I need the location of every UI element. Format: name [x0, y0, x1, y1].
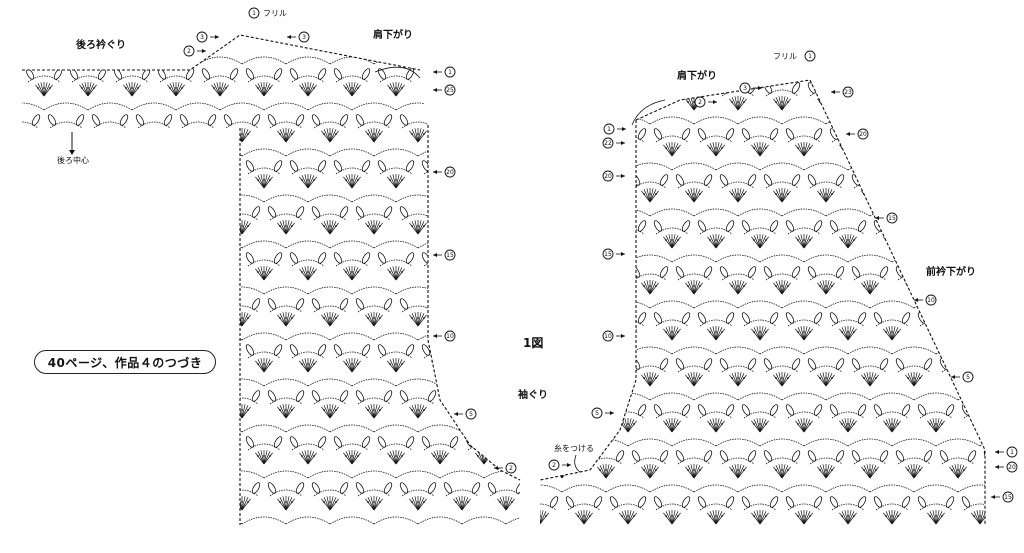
row-marker-front-10r: 10	[914, 294, 937, 306]
row-marker-back-5: 5	[454, 408, 477, 420]
svg-text:1: 1	[1010, 449, 1014, 456]
back-neck-label: 後ろ衿ぐり	[76, 38, 126, 51]
row-marker-front-22l: 22	[602, 137, 625, 149]
row-marker-back-25: 25	[433, 84, 456, 96]
figure-label: 1図	[523, 336, 543, 350]
svg-text:23: 23	[844, 89, 852, 96]
row-marker-back-20: 20	[433, 166, 456, 178]
join-yarn-label: 糸をつける	[554, 443, 594, 453]
svg-text:1: 1	[808, 53, 812, 60]
svg-text:3: 3	[200, 34, 204, 41]
row-marker-front-20r: 20	[846, 128, 869, 140]
svg-text:2: 2	[509, 465, 513, 472]
svg-text:15: 15	[604, 251, 612, 258]
row-marker-front-20l: 20	[602, 170, 625, 182]
svg-text:3: 3	[743, 85, 747, 92]
row-marker-back-2: 2	[494, 462, 517, 474]
svg-text:5: 5	[595, 410, 599, 417]
svg-text:25: 25	[446, 87, 454, 94]
front-panel-stitches	[540, 82, 985, 525]
svg-text:22: 22	[604, 140, 612, 147]
svg-text:20: 20	[604, 173, 612, 180]
svg-text:1: 1	[448, 69, 452, 76]
back-panel-stitches	[22, 56, 520, 525]
row-marker-front-23: 23	[831, 86, 854, 98]
panel-outlines	[22, 34, 986, 525]
svg-text:20: 20	[859, 131, 867, 138]
row-marker-back-1: 1	[433, 66, 456, 78]
row-marker-front-3: 3	[739, 82, 762, 94]
svg-text:5: 5	[966, 374, 970, 381]
svg-text:15: 15	[888, 215, 896, 222]
armhole-label: 袖ぐり	[517, 388, 548, 401]
row-marker-front-2l: 2	[548, 459, 571, 471]
svg-text:20: 20	[446, 169, 454, 176]
row-marker-front-15br: 15	[991, 491, 1014, 503]
svg-text:10: 10	[446, 333, 454, 340]
frill-label-left: フリル	[263, 9, 287, 18]
svg-text:1: 1	[252, 10, 256, 17]
svg-text:3: 3	[302, 34, 306, 41]
svg-text:15: 15	[446, 252, 454, 259]
svg-text:20: 20	[1008, 464, 1016, 471]
row-marker-front-20br: 20	[995, 461, 1018, 473]
svg-text:2: 2	[698, 99, 702, 106]
shoulder-slope-right	[631, 99, 666, 126]
shoulder-slope-left	[374, 66, 421, 79]
frill-label-right: フリル	[773, 52, 797, 61]
row-marker-frill-1-left: 1	[248, 7, 260, 19]
row-marker-front-1r: 1	[995, 446, 1018, 458]
continuation-note: 40ページ、作品４のつづき	[34, 350, 216, 374]
front-neck-label: 前衿下がり	[926, 265, 976, 278]
svg-text:1: 1	[607, 126, 611, 133]
row-marker-front-5l: 5	[591, 407, 614, 419]
svg-text:2: 2	[187, 48, 191, 55]
row-marker-front-15r: 15	[875, 212, 898, 224]
svg-text:15: 15	[1004, 494, 1012, 501]
shoulder-label-right: 肩下がり	[677, 69, 717, 82]
join-yarn-pointer	[574, 454, 581, 473]
row-marker-front-2: 2	[694, 96, 717, 108]
svg-text:5: 5	[469, 411, 473, 418]
row-marker-front-1l: 1	[603, 123, 626, 135]
row-marker-frill-2-left: 2	[183, 45, 206, 57]
row-marker-front-15l: 15	[602, 248, 625, 260]
svg-text:10: 10	[604, 333, 612, 340]
row-marker-front-frill-1: 1	[804, 50, 816, 62]
row-markers: 1323125201510521232320151051201512220151…	[183, 7, 1018, 503]
row-marker-back-10: 10	[433, 330, 456, 342]
row-marker-frill-3-left: 3	[287, 31, 310, 43]
row-marker-front-10l: 10	[602, 330, 625, 342]
row-marker-front-5r: 5	[951, 371, 974, 383]
row-marker-back-15: 15	[433, 249, 456, 261]
row-marker-frill-3-top: 3	[196, 31, 219, 43]
svg-text:10: 10	[927, 297, 935, 304]
svg-text:2: 2	[552, 462, 556, 469]
back-center-arrow	[69, 132, 75, 155]
shoulder-label-left: 肩下がり	[373, 28, 413, 41]
back-center-label: 後ろ中心	[57, 155, 89, 165]
